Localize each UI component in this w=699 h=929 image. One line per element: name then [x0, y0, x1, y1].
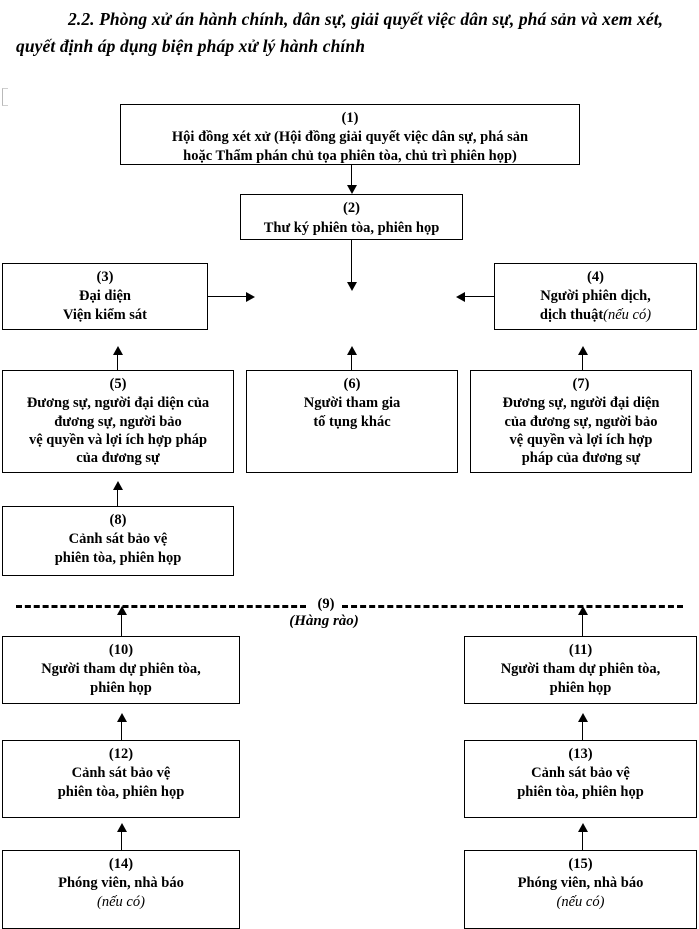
- connector-14-to-12: [121, 832, 122, 850]
- connector-5-up: [117, 355, 118, 370]
- connector-3-to-center: [208, 296, 246, 297]
- arrow-up-from-14: [117, 823, 127, 832]
- fence-label: (Hàng rào): [289, 613, 359, 629]
- box-8-number: (8): [109, 512, 127, 528]
- arrow-up-from-11: [578, 606, 588, 615]
- connector-15-to-13: [582, 832, 583, 850]
- connector-1-to-2: [351, 165, 352, 185]
- box-12-canh-sat-bao-ve[interactable]: (12) Cảnh sát bảo vệ phiên tòa, phiên họ…: [2, 740, 240, 818]
- box-11-nguoi-tham-du[interactable]: (11) Người tham dự phiên tòa, phiên họp: [464, 636, 697, 704]
- box-10-nguoi-tham-du[interactable]: (10) Người tham dự phiên tòa, phiên họp: [2, 636, 240, 704]
- arrow-left-from-4: [456, 292, 465, 302]
- page-title: 2.2. Phòng xử án hành chính, dân sự, giả…: [16, 9, 664, 57]
- box-3-dai-dien-vien-kiem-sat[interactable]: (3) Đại diện Viện kiểm sát: [2, 263, 208, 330]
- box-15-note: (nếu có): [556, 893, 605, 910]
- arrow-up-from-15: [578, 823, 588, 832]
- box-1-hoi-dong-xet-xu[interactable]: (1) Hội đồng xét xử (Hội đồng giải quyết…: [120, 104, 580, 165]
- box-14-label: Phóng viên, nhà báo: [58, 875, 184, 892]
- box-13-number: (13): [568, 746, 593, 762]
- arrow-up-from-6: [347, 346, 357, 355]
- box-8-label: Cảnh sát bảo vệ phiên tòa, phiên họp: [54, 531, 182, 566]
- fence-dashed-line-left: [16, 605, 306, 608]
- box-3-label: Đại diện Viện kiểm sát: [62, 288, 148, 323]
- connector-4-to-center: [465, 296, 494, 297]
- connector-12-to-10: [121, 722, 122, 740]
- box-11-label: Người tham dự phiên tòa, phiên họp: [500, 661, 661, 696]
- box-4-number: (4): [587, 269, 604, 285]
- box-10-label: Người tham dự phiên tòa, phiên họp: [41, 661, 201, 696]
- box-1-label: Hội đồng xét xử (Hội đồng giải quyết việ…: [171, 129, 529, 164]
- box-12-number: (12): [108, 746, 134, 762]
- box-6-nguoi-tham-gia-to-tung-khac[interactable]: (6) Người tham gia tố tụng khác: [246, 370, 458, 473]
- box-7-number: (7): [572, 376, 590, 392]
- arrow-up-from-8: [113, 481, 123, 490]
- box-2-thu-ky-phien-toa[interactable]: (2) Thư ký phiên tòa, phiên họp: [240, 194, 463, 240]
- box-13-canh-sat-bao-ve[interactable]: (13) Cảnh sát bảo vệ phiên tòa, phiên họ…: [464, 740, 697, 818]
- box-2-number: (2): [343, 200, 360, 217]
- box-14-number: (14): [108, 856, 134, 872]
- box-15-phong-vien-nha-bao[interactable]: (15) Phóng viên, nhà báo (nếu có): [464, 850, 697, 929]
- connector-8-to-5: [117, 490, 118, 506]
- box-15-number: (15): [568, 856, 593, 872]
- connector-6-up: [351, 355, 352, 370]
- box-14-note: (nếu có): [97, 893, 145, 910]
- box-6-number: (6): [343, 376, 361, 392]
- arrow-right-from-3: [246, 292, 255, 302]
- arrow-up-from-10: [117, 606, 127, 615]
- arrow-down-1-to-2: [347, 185, 357, 194]
- arrow-up-from-13: [578, 713, 588, 722]
- connector-11-up: [582, 614, 583, 636]
- box-3-number: (3): [96, 269, 114, 285]
- box-13-label: Cảnh sát bảo vệ phiên tòa, phiên họp: [517, 765, 644, 800]
- connector-7-up: [582, 355, 583, 370]
- box-11-number: (11): [568, 642, 593, 658]
- box-14-phong-vien-nha-bao[interactable]: (14) Phóng viên, nhà báo (nếu có): [2, 850, 240, 929]
- box-7-label: Đương sự, người đại diện của đương sự, n…: [502, 395, 660, 467]
- box-1-number: (1): [341, 110, 359, 126]
- box-6-label: Người tham gia tố tụng khác: [303, 395, 401, 430]
- fence-number: (9): [306, 597, 346, 612]
- box-2-label: Thư ký phiên tòa, phiên họp: [263, 219, 440, 236]
- arrow-down-from-2: [347, 282, 357, 291]
- box-5-duong-su[interactable]: (5) Đương sự, người đại diện của đương s…: [2, 370, 234, 473]
- connector-13-to-11: [582, 722, 583, 740]
- box-4-note: (nếu có): [603, 306, 652, 323]
- box-10-number: (10): [108, 642, 134, 658]
- box-8-canh-sat-bao-ve[interactable]: (8) Cảnh sát bảo vệ phiên tòa, phiên họp: [2, 506, 234, 576]
- box-15-label: Phóng viên, nhà báo: [517, 875, 644, 892]
- box-5-label: Đương sự, người đại diện của đương sự, n…: [26, 395, 210, 467]
- box-4-text: Người phiên dịch, dịch thuật: [539, 288, 651, 323]
- connector-2-down: [351, 240, 352, 282]
- box-7-duong-su[interactable]: (7) Đương sự, người đại diện của đương s…: [470, 370, 692, 473]
- box-12-label: Cảnh sát bảo vệ phiên tòa, phiên họp: [57, 765, 185, 800]
- box-5-number: (5): [109, 376, 127, 392]
- fence-dashed-line-right: [342, 605, 683, 608]
- arrow-up-from-12: [117, 713, 127, 722]
- arrow-up-from-5: [113, 346, 123, 355]
- arrow-up-from-7: [578, 346, 588, 355]
- box-4-nguoi-phien-dich[interactable]: (4) Người phiên dịch, dịch thuật(nếu có): [494, 263, 697, 330]
- box-4-label: Người phiên dịch, dịch thuật(nếu có): [536, 287, 655, 324]
- connector-10-up: [121, 614, 122, 636]
- margin-mark: [2, 88, 8, 106]
